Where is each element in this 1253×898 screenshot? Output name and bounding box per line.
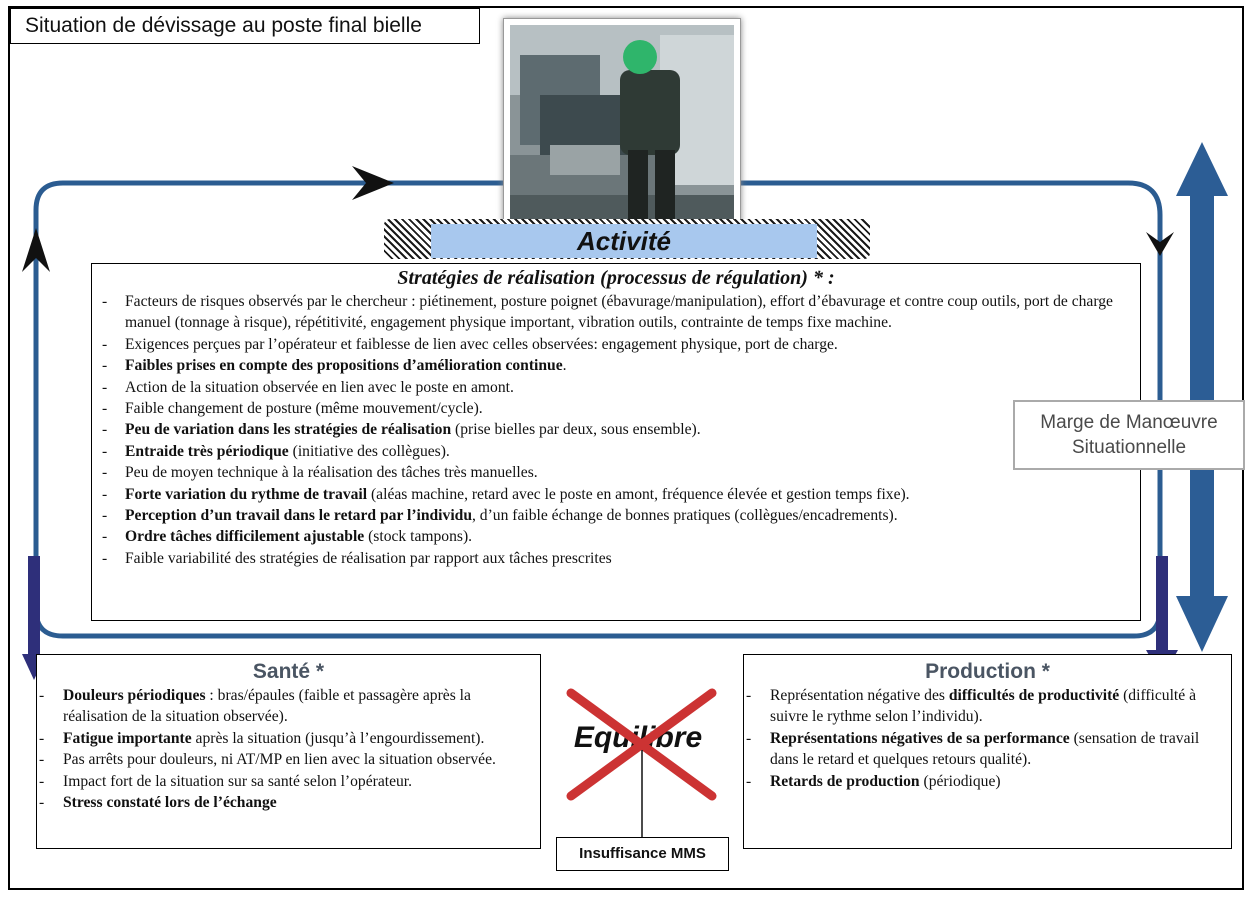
- page-title: Situation de dévissage au poste final bi…: [10, 8, 480, 44]
- production-box: Production * Représentation négative des…: [743, 654, 1232, 849]
- strategies-box: Stratégies de réalisation (processus de …: [91, 263, 1141, 621]
- mms-double-arrow: [1176, 142, 1228, 652]
- list-item: Facteurs de risques observés par le cher…: [102, 291, 1140, 334]
- list-item: Fatigue importante après la situation (j…: [37, 728, 534, 750]
- mms-label-line-1: Marge de Manœuvre: [1040, 412, 1218, 433]
- list-item: Ordre tâches difficilement ajustable (st…: [102, 526, 1140, 548]
- insuffisance-mms-label: Insuffisance MMS: [556, 837, 729, 871]
- list-item: Représentations négatives de sa performa…: [744, 728, 1225, 771]
- list-item: Retards de production (périodique): [744, 771, 1225, 793]
- sante-title: Santé *: [252, 660, 325, 683]
- list-item: Entraide très périodique (initiative des…: [102, 441, 1140, 463]
- activity-photo: [503, 18, 741, 233]
- mms-label: Marge de Manœuvre Situationnelle: [1013, 400, 1245, 470]
- list-item: Représentation négative des difficultés …: [744, 685, 1225, 728]
- list-item: Action de la situation observée en lien …: [102, 377, 1140, 399]
- list-item: Impact fort de la situation sur sa santé…: [37, 771, 534, 793]
- list-item: Faible variabilité des stratégies de réa…: [102, 548, 1140, 570]
- loop-arrowhead-right: [352, 166, 394, 200]
- loop-arrowhead-down: [1146, 232, 1174, 256]
- list-item: Pas arrêts pour douleurs, ni AT/MP en li…: [37, 749, 534, 771]
- sante-box: Santé * Douleurs périodiques : bras/épau…: [36, 654, 541, 849]
- production-title: Production *: [925, 660, 1050, 683]
- face-mask: [623, 40, 657, 74]
- list-item: Douleurs périodiques : bras/épaules (fai…: [37, 685, 534, 728]
- list-item: Stress constaté lors de l’échange: [37, 792, 534, 814]
- sante-arrow: [22, 556, 46, 680]
- production-arrow: [1146, 556, 1178, 678]
- loop-arrowhead-up: [22, 228, 50, 272]
- list-item: Peu de variation dans les stratégies de …: [102, 419, 1140, 441]
- strategies-list: Facteurs de risques observés par le cher…: [92, 291, 1140, 570]
- list-item: Forte variation du rythme de travail (al…: [102, 484, 1140, 506]
- activity-label: Activité: [431, 224, 817, 258]
- list-item: Faible changement de posture (même mouve…: [102, 398, 1140, 420]
- list-item: Exigences perçues par l’opérateur et fai…: [102, 334, 1140, 356]
- mms-label-line-2: Situationnelle: [1071, 437, 1187, 458]
- equilibre-label: Equilibre: [573, 721, 703, 754]
- production-list: Représentation négative des difficultés …: [744, 685, 1231, 792]
- list-item: Perception d’un travail dans le retard p…: [102, 505, 1140, 527]
- sante-list: Douleurs périodiques : bras/épaules (fai…: [37, 685, 540, 814]
- list-item: Faibles prises en compte des proposition…: [102, 355, 1140, 377]
- strategies-title: Stratégies de réalisation (processus de …: [397, 267, 835, 289]
- list-item: Peu de moyen technique à la réalisation …: [102, 462, 1140, 484]
